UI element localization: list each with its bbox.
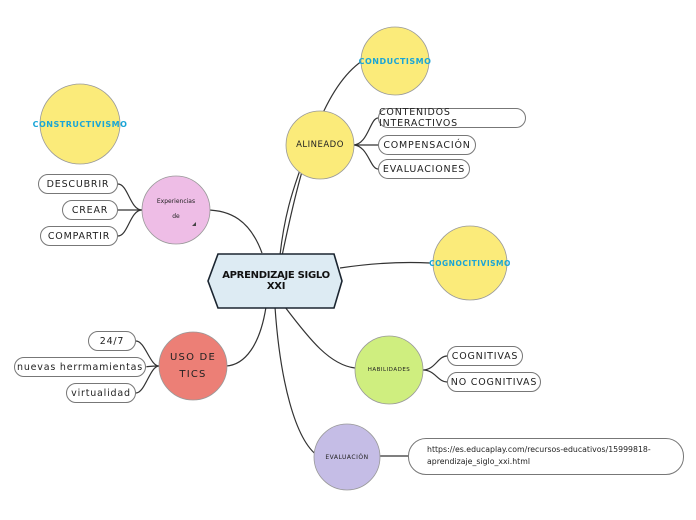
- evaluacion-circle: [313, 423, 381, 491]
- evaluacion-link-line2[interactable]: aprendizaje_siglo_xxi.html: [427, 457, 530, 466]
- connector-virtualidad: [135, 365, 160, 394]
- pill-contenidos-interactivos[interactable]: CONTENIDOS INTERACTIVOS: [378, 107, 526, 129]
- connector-cognocitivismo: [339, 261, 431, 269]
- constructivismo-circle: [39, 83, 121, 165]
- pill-nuevas-herramientas[interactable]: nuevas herrmamientas: [14, 357, 146, 377]
- connector-uso-tics: [225, 306, 267, 367]
- cognocitivismo-label[interactable]: COGNOCITIVISMO: [429, 258, 511, 268]
- alineado-circle: [285, 110, 355, 180]
- central-node-label[interactable]: APRENDIZAJE SIGLO XXI: [222, 270, 330, 292]
- connector-experiencias: [205, 209, 263, 254]
- uso-tics-label-line1[interactable]: USO DE: [170, 351, 216, 363]
- constructivismo-label[interactable]: CONSTRUCTIVISMO: [32, 119, 128, 129]
- connector-cognitivas: [422, 355, 448, 371]
- cognocitivismo-circle: [432, 225, 508, 301]
- uso-tics-circle: [158, 331, 228, 401]
- pill-no-cognitivas[interactable]: NO COGNITIVAS: [447, 372, 541, 392]
- experiencias-label-line1[interactable]: Experiencias: [156, 197, 196, 205]
- habilidades-circle: [354, 335, 424, 405]
- evaluacion-link-box[interactable]: https://es.educaplay.com/recursos-educat…: [408, 438, 684, 475]
- experiencias-circle: [141, 175, 211, 245]
- connector-compartir: [117, 209, 143, 237]
- central-node-shape: [207, 253, 343, 309]
- habilidades-label[interactable]: HABILIDADES: [367, 367, 411, 373]
- pill-descubrir[interactable]: DESCUBRIR: [38, 174, 118, 194]
- connector-evaluacion: [274, 306, 319, 457]
- pill-compensacion[interactable]: COMPENSACIÓN: [378, 135, 476, 155]
- evaluacion-link-line1[interactable]: https://es.educaplay.com/recursos-educat…: [427, 445, 651, 454]
- conductismo-label[interactable]: CONDUCTISMO: [358, 56, 432, 66]
- experiencias-label-line2[interactable]: de: [172, 212, 180, 220]
- pill-virtualidad[interactable]: virtualidad: [66, 383, 136, 403]
- connector-evaluaciones: [352, 144, 379, 170]
- alineado-label[interactable]: ALINEADO: [296, 140, 344, 150]
- pill-evaluaciones[interactable]: EVALUACIONES: [378, 159, 470, 179]
- connector-no-cognitivas: [422, 369, 448, 383]
- connector-descubrir: [117, 183, 143, 211]
- connector-habilidades: [284, 306, 356, 369]
- note-marker-icon: [192, 222, 196, 226]
- pill-24-7[interactable]: 24/7: [88, 331, 136, 351]
- connector-247: [135, 340, 160, 367]
- pill-compartir[interactable]: COMPARTIR: [40, 226, 118, 246]
- connectors: [117, 60, 448, 457]
- uso-tics-label-line2[interactable]: TICS: [179, 368, 207, 380]
- connector-contenidos: [352, 117, 379, 146]
- pill-crear[interactable]: CREAR: [62, 200, 118, 220]
- connector-alineado: [279, 169, 301, 256]
- conductismo-circle: [360, 26, 430, 96]
- evaluacion-label[interactable]: EVALUACIÓN: [325, 453, 369, 461]
- pill-cognitivas[interactable]: COGNITIVAS: [447, 346, 523, 366]
